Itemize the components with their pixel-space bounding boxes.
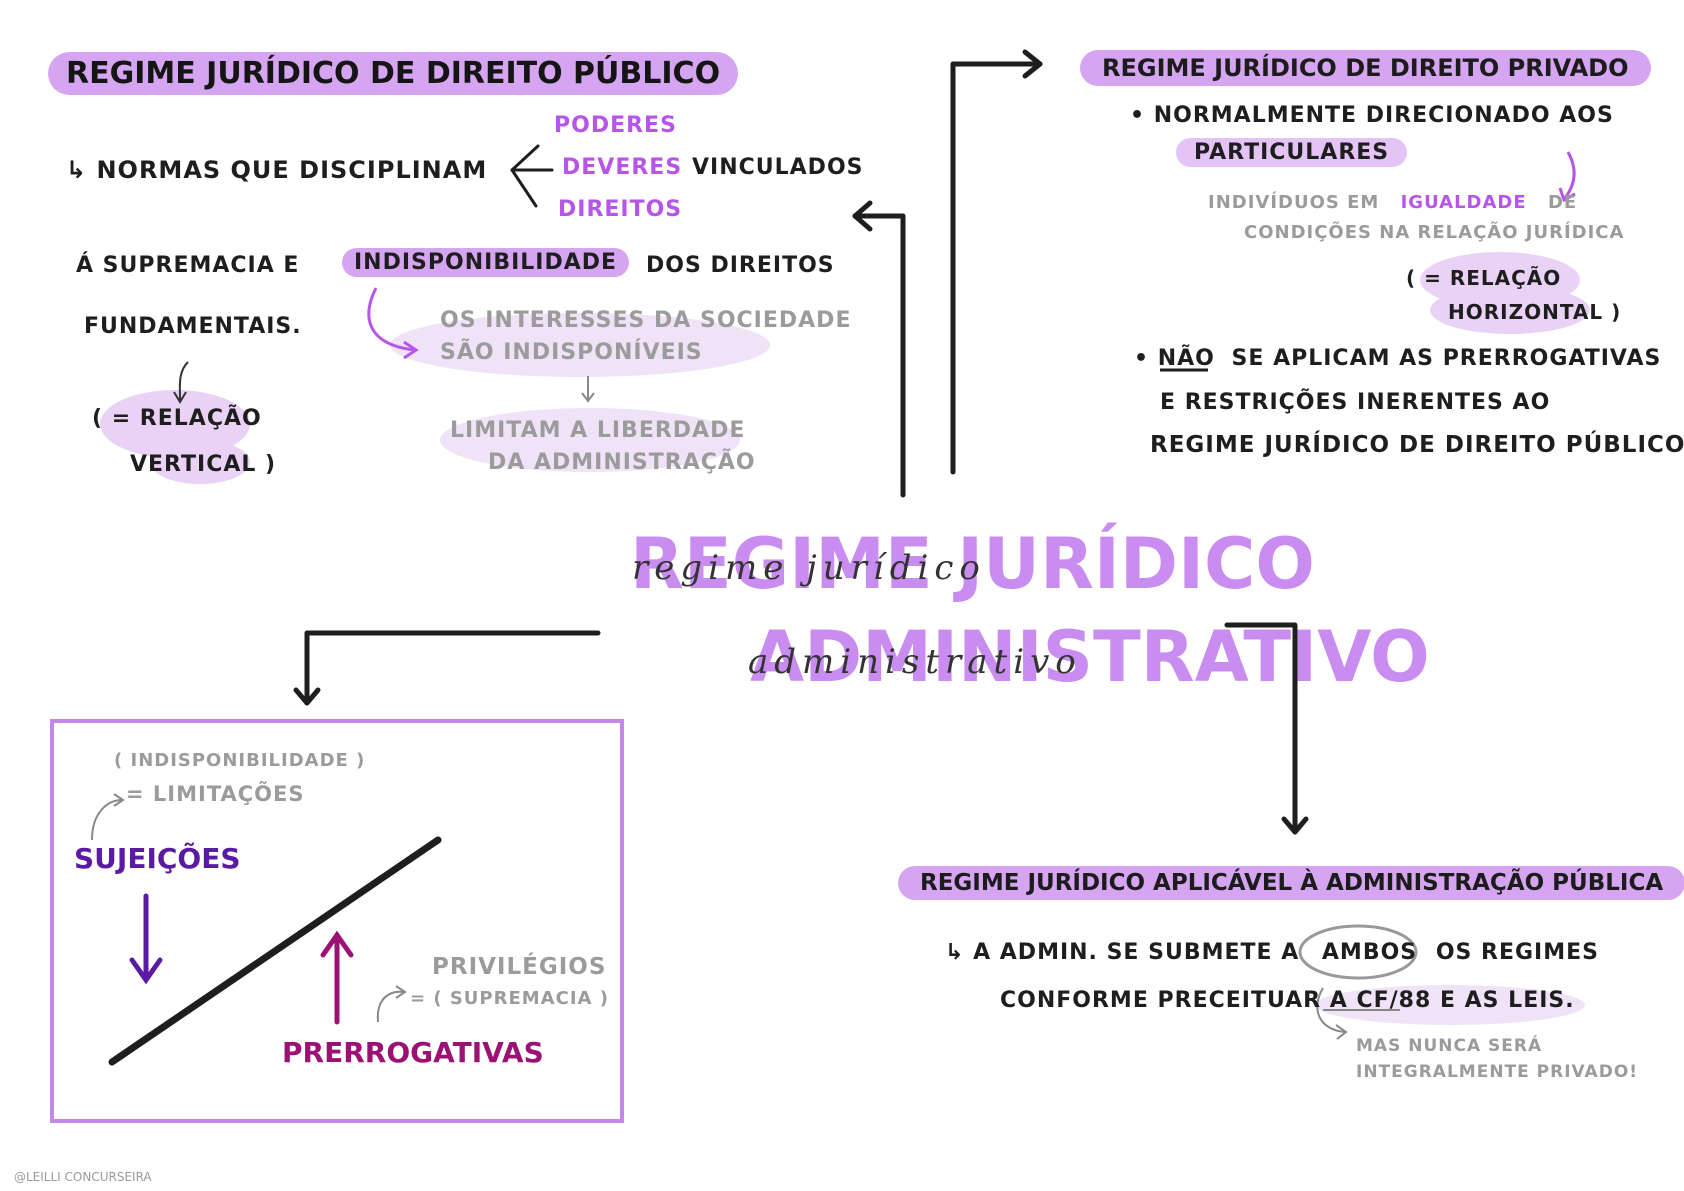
fundamentais-label: FUNDAMENTAIS. bbox=[84, 314, 302, 339]
item-deveres: DEVERES bbox=[562, 155, 683, 180]
arrowhead bbox=[173, 391, 187, 404]
arrowhead bbox=[581, 392, 595, 403]
arrow-to-publico bbox=[852, 213, 906, 498]
gray-arrow bbox=[376, 990, 405, 1023]
arrow-to-privado bbox=[950, 61, 1043, 475]
highlight-blob bbox=[390, 313, 770, 377]
diagonal-line bbox=[108, 836, 442, 1066]
small-arrow bbox=[178, 361, 189, 401]
center-title-line-2: ADMINISTRATIVO bbox=[750, 616, 1430, 698]
individuos-b: DE bbox=[1547, 192, 1578, 213]
relacao-horizontal-2: HORIZONTAL ) bbox=[1448, 300, 1622, 324]
dos-direitos-label: DOS DIREITOS bbox=[646, 253, 835, 278]
highlight-blob bbox=[1430, 286, 1590, 334]
nao-word: NÃO bbox=[1157, 346, 1215, 371]
box-limitacoes: = LIMITAÇÕES bbox=[126, 782, 305, 806]
nao-line: • NÃO SE APLICAM AS PRERROGATIVAS bbox=[1134, 346, 1662, 371]
normalmente-label: • NORMALMENTE DIRECIONADO AOS bbox=[1130, 103, 1614, 128]
individuos-label: INDIVÍDUOS EM IGUALDADE DE bbox=[1208, 192, 1577, 213]
nunca-line-2: INTEGRALMENTE PRIVADO! bbox=[1356, 1062, 1639, 1082]
relacao-horizontal-1: ( = RELAÇÃO bbox=[1406, 266, 1562, 290]
interesses-line-2: SÃO INDISPONÍVEIS bbox=[440, 340, 703, 365]
arrowhead bbox=[1335, 1024, 1348, 1040]
item-direitos: DIREITOS bbox=[558, 197, 683, 222]
ambos-circle bbox=[1298, 924, 1418, 980]
arrowhead bbox=[395, 985, 407, 999]
gray-arrow bbox=[91, 799, 123, 841]
center-script-line-1: regime jurídico bbox=[632, 548, 986, 588]
box-supremacia: = ( SUPREMACIA ) bbox=[410, 988, 609, 1009]
regime-publico-label: REGIME JURÍDICO DE DIREITO PÚBLICO! bbox=[1150, 432, 1684, 458]
indisponibilidade-highlight: INDISPONIBILIDADE bbox=[342, 248, 630, 277]
arrowhead bbox=[403, 340, 419, 360]
arrowhead bbox=[1022, 49, 1043, 79]
aplicavel-line-2: CONFORME PRECEITUAR A CF/88 E AS LEIS. bbox=[1000, 988, 1575, 1013]
box-indisponibilidade: ( INDISPONIBILIDADE ) bbox=[114, 750, 366, 771]
aplicavel-line-1a: ↳ A ADMIN. SE SUBMETE A bbox=[945, 940, 1300, 965]
arrowhead bbox=[1281, 816, 1309, 835]
ambos-word: AMBOS bbox=[1321, 940, 1418, 965]
supremacia-label: Á SUPREMACIA E bbox=[76, 253, 300, 278]
center-script-line-2: administrativo bbox=[748, 642, 1082, 682]
arrow-to-aplicavel bbox=[1224, 622, 1298, 835]
aplicavel-line-1b: OS REGIMES bbox=[1435, 940, 1599, 965]
nao-rest: SE APLICAM AS PRERROGATIVAS bbox=[1231, 346, 1662, 371]
aplicavel-line-1: ↳ A ADMIN. SE SUBMETE A AMBOS OS REGIMES bbox=[945, 940, 1599, 965]
publico-title: REGIME JURÍDICO DE DIREITO PÚBLICO bbox=[48, 52, 739, 95]
box-prerrogativas: PRERROGATIVAS bbox=[282, 1036, 544, 1069]
relacao-vertical-2: VERTICAL ) bbox=[130, 452, 277, 477]
credit-label: @LEILLI CONCURSEIRA bbox=[14, 1170, 152, 1184]
curved-arrow bbox=[1563, 151, 1576, 199]
arrowhead bbox=[852, 200, 873, 232]
privado-title: REGIME JURÍDICO DE DIREITO PRIVADO bbox=[1080, 50, 1651, 86]
arrow-to-box bbox=[304, 630, 601, 706]
gray-arrow bbox=[1316, 987, 1346, 1033]
arrowhead bbox=[113, 793, 125, 807]
relacao-vertical-1: ( = RELAÇÃO bbox=[92, 406, 262, 431]
arrowhead bbox=[320, 930, 354, 958]
arrowhead bbox=[293, 687, 321, 706]
sujeicoes-prerrogativas-box bbox=[50, 719, 624, 1123]
arrowhead bbox=[1558, 187, 1576, 203]
igualdade-word: IGUALDADE bbox=[1400, 192, 1527, 213]
particulares-highlight: PARTICULARES bbox=[1176, 138, 1408, 167]
condicoes-label: CONDIÇÕES NA RELAÇÃO JURÍDICA bbox=[1244, 222, 1625, 243]
restricoes-label: E RESTRIÇÕES INERENTES AO bbox=[1160, 390, 1551, 415]
highlight-blob bbox=[1315, 985, 1585, 1025]
curved-arrow bbox=[367, 287, 416, 352]
publico-normas: ↳ NORMAS QUE DISCIPLINAM bbox=[66, 156, 488, 184]
vinculados-label: VINCULADOS bbox=[692, 155, 864, 180]
individuos-a: INDIVÍDUOS EM bbox=[1208, 192, 1380, 213]
interesses-line-1: OS INTERESSES DA SOCIEDADE bbox=[440, 308, 852, 333]
limitam-line-2: DA ADMINISTRAÇÃO bbox=[488, 450, 756, 475]
highlight-blob bbox=[440, 408, 740, 472]
box-privilegios: PRIVILÉGIOS bbox=[432, 954, 607, 980]
aplicavel-title: REGIME JURÍDICO APLICÁVEL À ADMINISTRAÇÃ… bbox=[898, 866, 1684, 900]
limitam-line-1: LIMITAM A LIBERDADE bbox=[450, 418, 746, 443]
item-poderes: PODERES bbox=[554, 113, 677, 138]
arrowhead bbox=[129, 957, 163, 985]
nunca-line-1: MAS NUNCA SERÁ bbox=[1356, 1036, 1543, 1056]
center-title-line-1: REGIME JURÍDICO bbox=[630, 523, 1315, 605]
highlight-blob bbox=[150, 440, 250, 484]
box-sujeicoes: SUJEIÇÕES bbox=[74, 842, 241, 875]
